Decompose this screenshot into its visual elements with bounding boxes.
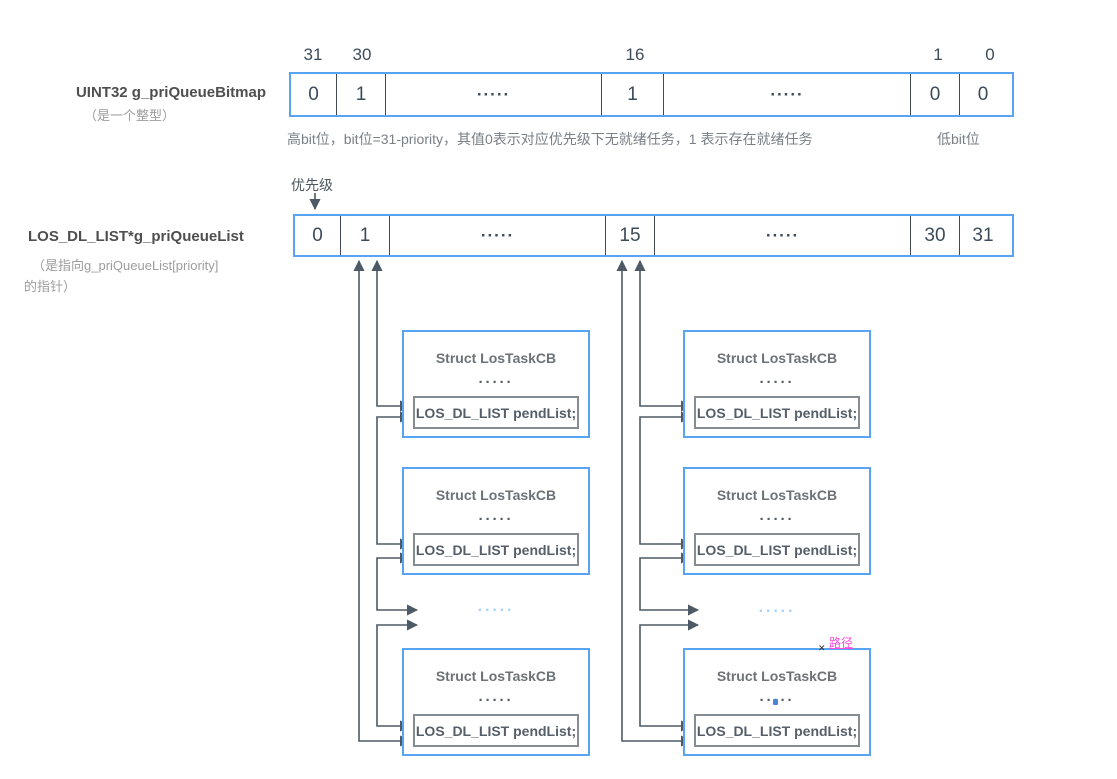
taskcb-dots: ····· [478,511,514,528]
taskcb-title: Struct LosTaskCB [716,350,838,366]
pendlist-field: LOS_DL_LIST pendList; [694,396,860,429]
taskcb-box-b1: Struct LosTaskCB ····· LOS_DL_LIST pendL… [683,330,871,438]
queuelist-array: 0 1 ····· 15 ····· 30 31 [293,214,1014,257]
bit-index-label-31: 31 [303,45,323,64]
taskcb-box-a2: Struct LosTaskCB ····· LOS_DL_LIST pendL… [402,467,590,575]
taskcb-title: Struct LosTaskCB [435,487,557,503]
bitmap-variable-label: UINT32 g_priQueueBitmap [75,84,266,101]
text-caret-artifact [773,699,778,705]
bitmap-variable-note: （是一个整型） [84,108,176,123]
pendlist-field: LOS_DL_LIST pendList; [413,533,579,566]
bitmap-caption-lowbit: 低bit位 [937,131,980,147]
bitmap-caption: 高bit位，bit位=31-priority，其值0表示对应优先级下无就绪任务，… [287,131,813,147]
queuelist-note-line2: 的指针） [24,279,77,294]
pendlist-field: LOS_DL_LIST pendList; [413,714,579,747]
queuelist-cell-15: 15 [606,216,655,255]
taskcb-dots: ····· [478,692,514,709]
pendlist-field: LOS_DL_LIST pendList; [694,533,860,566]
queuelist-cell-ellipsis-a: ····· [390,216,606,255]
column-a-ellipsis: ····· [477,602,515,619]
bitmap-cell-ellipsis-low: ····· [664,74,911,115]
queuelist-cell-ellipsis-b: ····· [655,216,911,255]
taskcb-box-a3: Struct LosTaskCB ····· LOS_DL_LIST pendL… [402,648,590,756]
pendlist-field: LOS_DL_LIST pendList; [694,714,860,747]
taskcb-title: Struct LosTaskCB [435,350,557,366]
cursor-artifact: ✕ [818,643,826,653]
priority-label: 优先级 [291,177,333,193]
bitmap-cell-1: 0 [911,74,960,115]
bitmap-cell-ellipsis-high: ····· [386,74,602,115]
queuelist-cell-1: 1 [341,216,390,255]
bitmap-array: 0 1 ····· 1 ····· 0 0 [289,72,1014,117]
bit-index-label-30: 30 [352,45,372,64]
taskcb-title: Struct LosTaskCB [435,668,557,684]
queuelist-variable-label: LOS_DL_LIST*g_priQueueList [28,228,244,245]
taskcb-dots: ····· [759,374,795,391]
queuelist-cell-31: 31 [972,224,994,246]
taskcb-title: Struct LosTaskCB [716,668,838,684]
path-link[interactable]: 路径 [829,636,854,650]
link-b-tail-to-head [616,259,693,747]
pendlist-field: LOS_DL_LIST pendList; [413,396,579,429]
bitmap-cell-31: 0 [291,74,337,115]
bit-index-label-1: 1 [933,45,943,64]
taskcb-title: Struct LosTaskCB [716,487,838,503]
queuelist-cell-30: 30 [911,216,960,255]
bitmap-cell-16: 1 [602,74,664,115]
taskcb-box-b2: Struct LosTaskCB ····· LOS_DL_LIST pendL… [683,467,871,575]
queuelist-cell-0: 0 [295,216,341,255]
queuelist-note-line1: （是指向g_priQueueList[priority] [32,258,219,273]
taskcb-box-a1: Struct LosTaskCB ····· LOS_DL_LIST pendL… [402,330,590,438]
taskcb-dots: ····· [759,511,795,528]
column-b-ellipsis: ····· [758,603,796,620]
bitmap-cell-0: 0 [977,83,989,105]
bit-index-label-0: 0 [985,45,995,64]
bit-index-label-16: 16 [625,45,645,64]
bitmap-cell-30: 1 [337,74,386,115]
taskcb-dots: ····· [478,374,514,391]
